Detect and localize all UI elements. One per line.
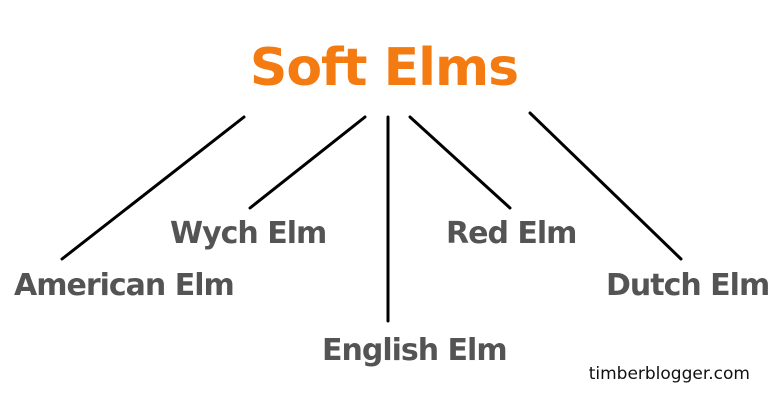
branch-label-dutch-elm: Dutch Elm [606,268,768,303]
connector-dutch [528,111,683,261]
branch-label-american-elm: American Elm [14,268,235,303]
branch-label-red-elm: Red Elm [446,216,577,251]
connector-wych [248,115,367,210]
branch-label-wych-elm: Wych Elm [170,216,327,251]
diagram-title: Soft Elms [249,38,519,98]
site-watermark: timberblogger.com [588,364,750,384]
branch-label-english-elm: English Elm [322,333,508,368]
connector-american [60,115,246,261]
connector-red [408,115,512,210]
